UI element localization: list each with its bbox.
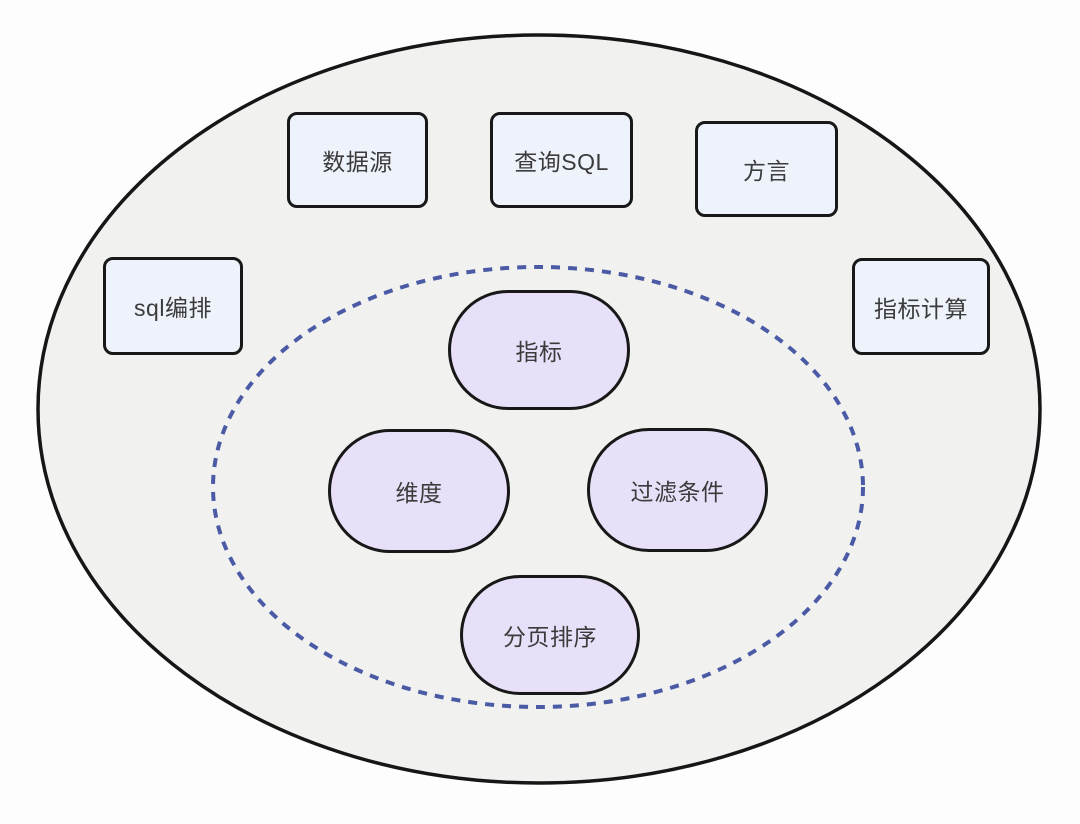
node-dialect: 方言	[695, 121, 838, 217]
node-query-sql-label: 查询SQL	[514, 149, 609, 175]
node-dimension: 维度	[328, 429, 510, 553]
node-pagination-sort: 分页排序	[460, 575, 640, 695]
node-filter-condition-label: 过滤条件	[630, 479, 725, 505]
node-metric: 指标	[448, 290, 630, 410]
node-pagination-sort-label: 分页排序	[503, 624, 597, 650]
node-metric-calculation-label: 指标计算	[874, 295, 968, 322]
node-query-sql: 查询SQL	[490, 112, 633, 208]
node-sql-orchestration: sql编排	[103, 257, 243, 355]
node-metric-calculation: 指标计算	[852, 258, 990, 355]
node-data-source: 数据源	[287, 112, 428, 208]
node-metric-label: 指标	[515, 339, 563, 365]
node-sql-orchestration-label: sql编排	[134, 295, 212, 321]
node-dimension-label: 维度	[395, 480, 443, 506]
node-filter-condition: 过滤条件	[587, 428, 768, 552]
inner-group-dashed-ellipse	[211, 265, 865, 709]
node-data-source-label: 数据源	[322, 149, 393, 175]
node-dialect-label: 方言	[743, 158, 790, 184]
